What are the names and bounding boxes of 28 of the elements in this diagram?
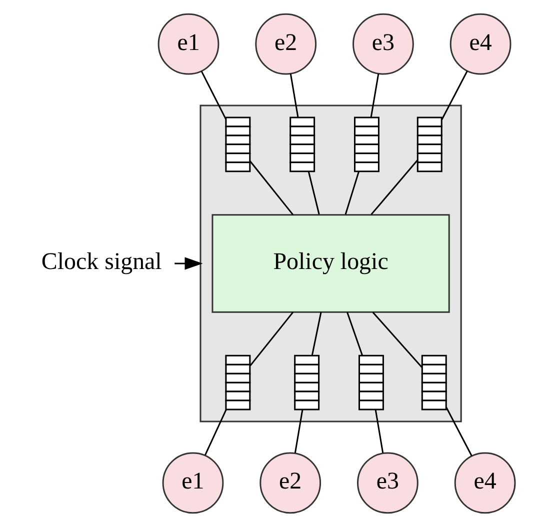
connector xyxy=(250,312,294,366)
connector xyxy=(290,74,299,118)
node-circle: e3 xyxy=(357,452,418,514)
connector xyxy=(294,410,304,454)
connector xyxy=(311,312,322,356)
connector xyxy=(249,160,294,216)
node-circle: e2 xyxy=(260,452,322,514)
connector xyxy=(446,406,472,456)
cluster xyxy=(200,104,462,422)
connector xyxy=(372,312,422,368)
arrow xyxy=(174,257,203,270)
node-circle: e2 xyxy=(255,13,317,75)
connector xyxy=(308,172,320,215)
connector xyxy=(346,312,364,356)
connector xyxy=(204,409,227,456)
connector xyxy=(370,160,418,215)
connector xyxy=(441,70,468,120)
connector xyxy=(200,70,227,120)
connector xyxy=(374,410,384,454)
node-circle: e1 xyxy=(162,452,224,514)
connector xyxy=(370,74,380,118)
node-circle: e1 xyxy=(158,13,220,75)
node-text: Clock signal xyxy=(41,249,162,276)
node-circle: e3 xyxy=(352,13,414,75)
node-circle: e4 xyxy=(450,13,512,75)
node-box: Policy logic xyxy=(212,214,450,313)
node-circle: e4 xyxy=(454,452,516,514)
connector xyxy=(344,171,360,215)
